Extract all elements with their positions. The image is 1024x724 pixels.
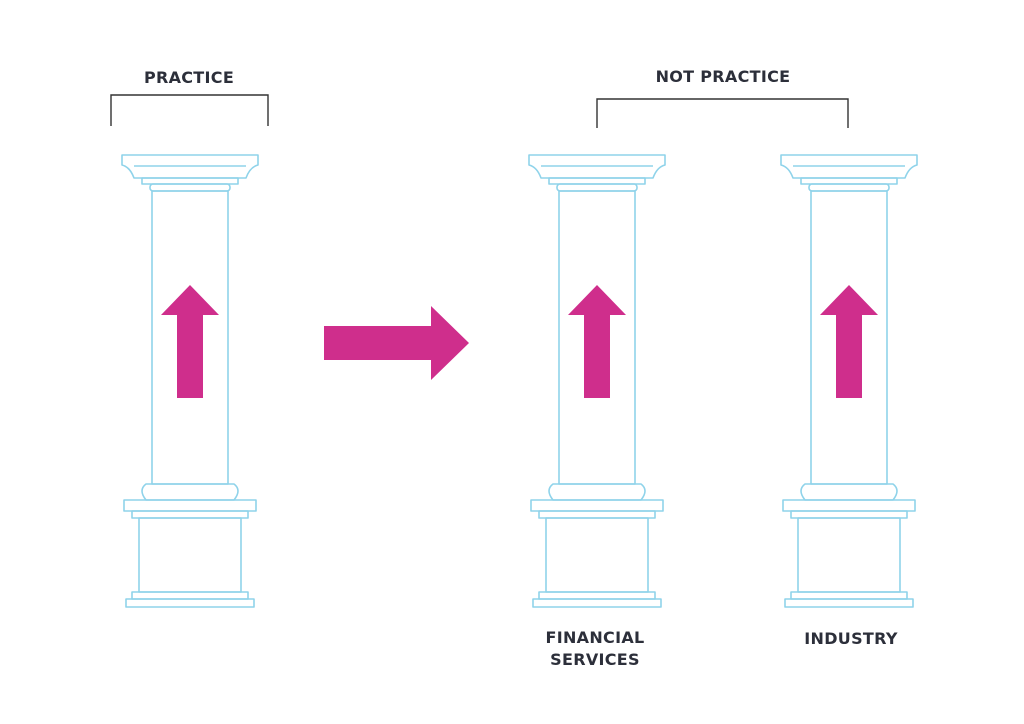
pillar-capital (528, 154, 666, 179)
pillar-plinth-top (530, 499, 664, 512)
pillar-plinth-band (790, 510, 908, 519)
pillar-neck-band (808, 183, 890, 192)
pillar-pedestal (797, 517, 901, 593)
pillar-capital (780, 154, 918, 179)
pillar-torus (141, 483, 239, 501)
pillar-torus (800, 483, 898, 501)
pillar-step-upper (790, 591, 908, 600)
pillar-financial-services-column-icon (528, 154, 666, 608)
pillar-neck-ring (548, 177, 646, 185)
right-arrow-icon (324, 306, 469, 380)
pillar-step-upper (131, 591, 249, 600)
pillar-industry-column-icon (780, 154, 918, 608)
up-arrow-icon (161, 285, 219, 398)
pillar-plinth-band (538, 510, 656, 519)
up-arrow-icon (568, 285, 626, 398)
pillar-neck-band (149, 183, 231, 192)
pillar-capital (121, 154, 259, 179)
pillar-neck-ring (141, 177, 239, 185)
pillar-pedestal (545, 517, 649, 593)
practice-bracket (110, 94, 269, 126)
pillar-neck-ring (800, 177, 898, 185)
pillar-neck-band (556, 183, 638, 192)
financial-services-label: FINANCIAL SERVICES (520, 627, 670, 671)
practice-label: PRACTICE (143, 68, 235, 87)
pillar-step-lower (784, 598, 914, 608)
financial-label-line1: FINANCIAL (545, 628, 645, 647)
pillar-plinth-top (123, 499, 257, 512)
up-arrow-icon (820, 285, 878, 398)
pillar-plinth-top (782, 499, 916, 512)
pillar-practice-column-icon (121, 154, 259, 608)
pillar-torus (548, 483, 646, 501)
industry-label: INDUSTRY (804, 629, 898, 648)
financial-label-line2: SERVICES (550, 650, 640, 669)
pillar-step-lower (125, 598, 255, 608)
not-practice-label: NOT PRACTICE (655, 67, 791, 86)
pillars-group (121, 154, 918, 608)
pillar-plinth-band (131, 510, 249, 519)
pillar-pedestal (138, 517, 242, 593)
pillar-step-lower (532, 598, 662, 608)
not-practice-bracket (596, 98, 849, 128)
pillar-step-upper (538, 591, 656, 600)
